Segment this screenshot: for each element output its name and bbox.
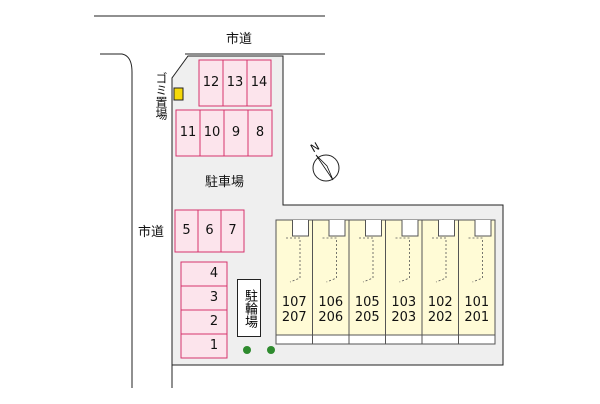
bicycle-parking: 駐輪場	[237, 279, 261, 337]
parking-space	[180, 261, 228, 287]
parking-space-number: 1	[209, 338, 219, 353]
unit-stair-line	[286, 237, 301, 283]
unit-entrance	[474, 220, 492, 237]
unit-upper-number: 205	[354, 310, 380, 325]
unit-stair-line	[395, 237, 410, 283]
unit-ground-number: 101	[464, 295, 490, 310]
parking-space-number: 8	[255, 125, 265, 140]
parking-space-number: 10	[203, 125, 221, 140]
unit-upper-number: 203	[391, 310, 417, 325]
unit-ground-number: 105	[354, 295, 380, 310]
parking-space-number: 14	[250, 75, 268, 90]
unit-upper-number: 207	[281, 310, 307, 325]
unit-upper-number: 206	[318, 310, 344, 325]
unit-dividers	[312, 220, 459, 344]
parking-space-number: 3	[209, 290, 219, 305]
parking-space-number: 6	[205, 223, 214, 238]
unit-entrance	[401, 220, 419, 237]
parking-space	[223, 109, 249, 157]
unit-ground-number: 102	[427, 295, 453, 310]
parking-spaces	[174, 59, 273, 359]
unit-ground-number: 106	[318, 295, 344, 310]
parking-label: 駐車場	[205, 175, 245, 190]
unit-stair-line	[322, 237, 337, 283]
garbage-label: ゴミ置場	[154, 72, 168, 120]
parking-space-number: 9	[231, 125, 241, 140]
unit-ground-number: 107	[281, 295, 307, 310]
unit-stair-line	[359, 237, 374, 283]
parking-space	[247, 109, 273, 157]
unit-entrance	[365, 220, 382, 237]
unit-entrance	[292, 220, 309, 237]
parking-space-number: 4	[209, 266, 219, 281]
unit-stair-line	[432, 237, 447, 283]
compass-icon	[312, 154, 340, 182]
bicycle-parking-label: 駐輪場	[242, 288, 257, 328]
unit-upper-number: 202	[427, 310, 453, 325]
parking-space-number: 13	[226, 75, 244, 90]
parking-space	[180, 333, 228, 359]
road-line-left-far	[100, 53, 133, 388]
road-label-top: 市道	[226, 32, 253, 47]
parking-space	[246, 59, 272, 107]
parking-space-number: 12	[202, 75, 220, 90]
parking-space	[180, 309, 228, 335]
parking-space-number: 2	[209, 314, 219, 329]
tree	[243, 346, 251, 354]
unit-stair-line	[468, 237, 483, 283]
unit-notches	[286, 220, 492, 283]
tree	[267, 346, 275, 354]
parking-space-number: 5	[182, 223, 191, 238]
compass-needle-light	[315, 154, 334, 181]
parking-space	[175, 109, 201, 157]
unit-entrance	[328, 220, 346, 237]
parking-space	[220, 209, 245, 253]
unit-entrance	[438, 220, 455, 237]
unit-ground-number: 103	[391, 295, 417, 310]
garbage-area	[173, 87, 184, 101]
apartment-building	[275, 219, 496, 345]
road-label-left: 市道	[138, 225, 165, 240]
unit-upper-number: 201	[464, 310, 490, 325]
parking-space	[199, 109, 225, 157]
parking-space	[180, 285, 228, 311]
parking-space-number: 11	[179, 125, 197, 140]
parking-space-number: 7	[228, 223, 237, 238]
